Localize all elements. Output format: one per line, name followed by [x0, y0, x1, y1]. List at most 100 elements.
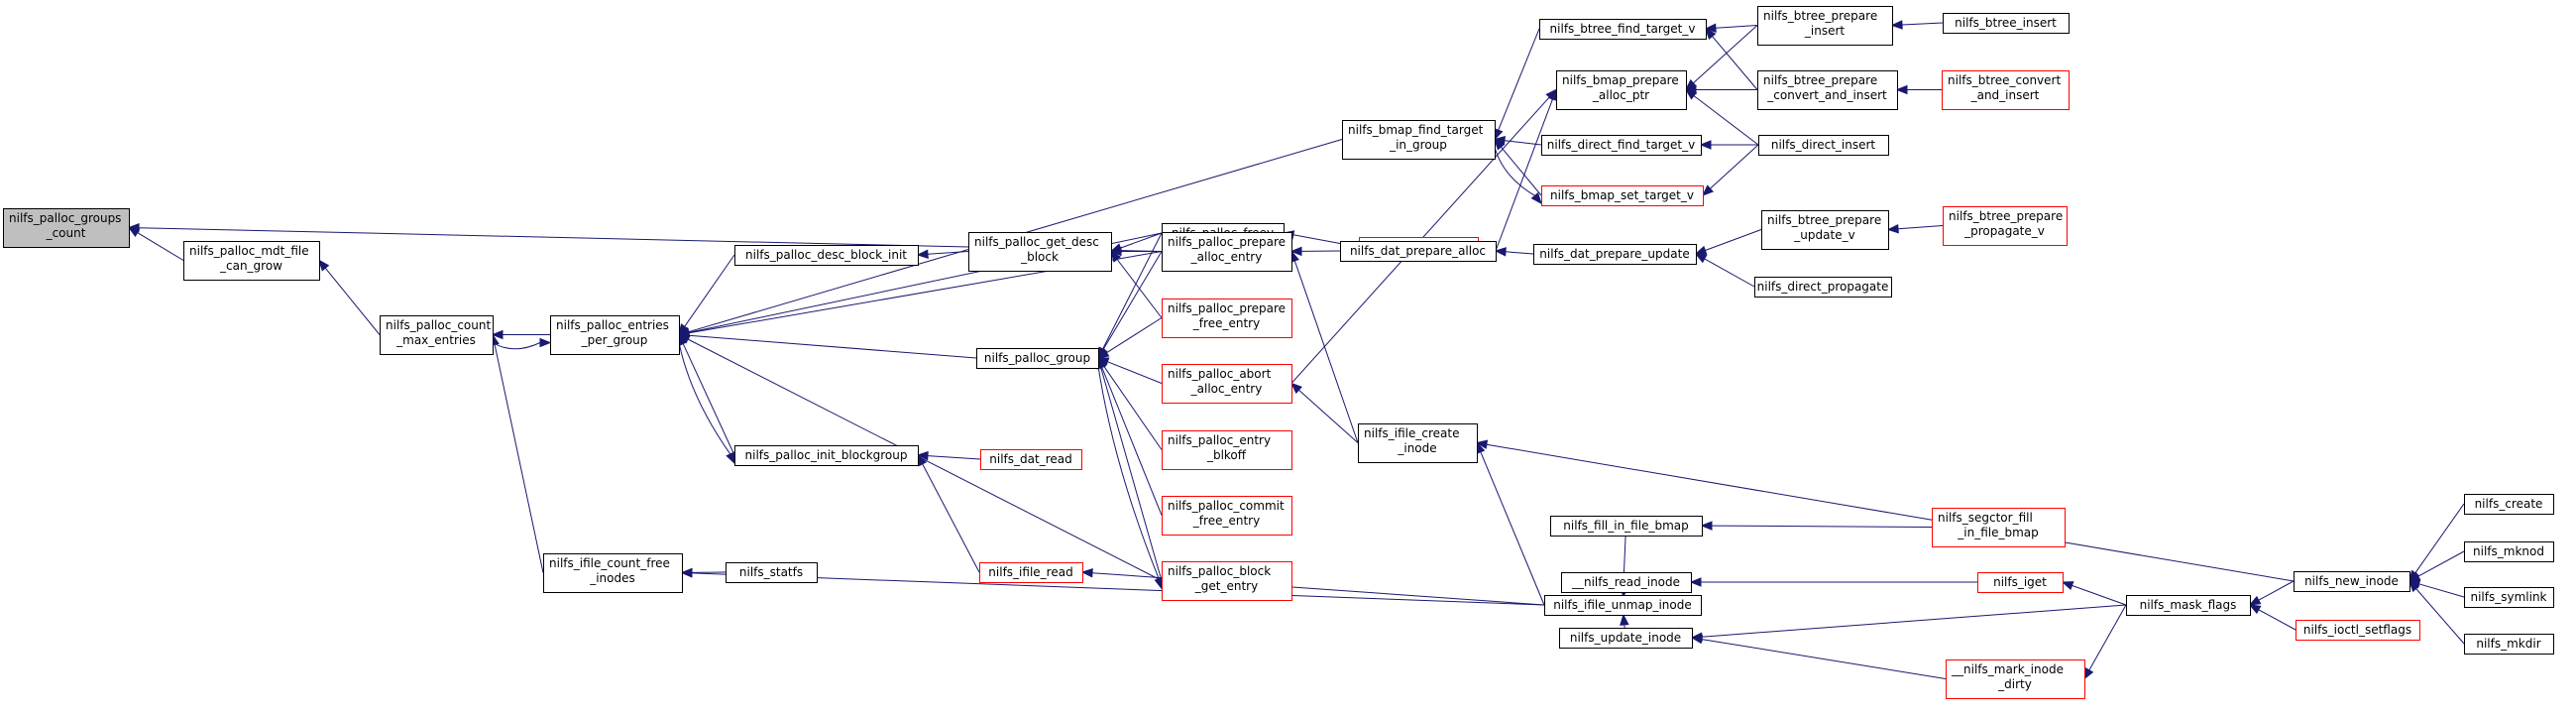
node-ioctl-setflags[interactable]: nilfs_ioctl_setflags [2296, 620, 2420, 641]
edge-entry_blkoff-to-palloc_group [1103, 365, 1163, 450]
edge-ifile_unmap-to-ifile_read [1091, 572, 1545, 606]
node-new-inode[interactable]: nilfs_new_inode [2294, 571, 2410, 592]
node-btree-prepare-insert[interactable]: nilfs_btree_prepare_insert [1757, 6, 1893, 46]
node-iget[interactable]: nilfs_iget [1977, 572, 2064, 593]
node-label-line-2: _count [46, 226, 86, 240]
node-get-desc-block[interactable]: nilfs_palloc_get_desc_block [968, 232, 1112, 272]
node-ifile-read[interactable]: nilfs_ifile_read [979, 562, 1083, 583]
node-create[interactable]: nilfs_create [2464, 494, 2554, 515]
arrowhead-prepare_free-to-get_desc_block [1110, 250, 1122, 263]
node-update-inode[interactable]: nilfs_update_inode [1559, 628, 1693, 649]
node-box [1162, 299, 1292, 338]
node-groups-count[interactable]: nilfs_palloc_groups_count [3, 208, 130, 248]
node-mkdir[interactable]: nilfs_mkdir [2464, 634, 2554, 655]
node-mask-flags[interactable]: nilfs_mask_flags [2126, 595, 2251, 616]
node-ifile-unmap[interactable]: nilfs_ifile_unmap_inode [1544, 595, 1702, 616]
node-btree-prepare-propagate[interactable]: nilfs_btree_prepare_propagate_v [1943, 206, 2068, 246]
node-label-line-1: nilfs_ifile_count_free [549, 556, 670, 570]
node-init-blockgroup[interactable]: nilfs_palloc_init_blockgroup [734, 445, 919, 466]
node-fill-in-file-bmap[interactable]: nilfs_fill_in_file_bmap [1550, 516, 1703, 537]
node-label: nilfs_bmap_set_target_v [1550, 188, 1694, 202]
node-read-inode[interactable]: __nilfs_read_inode [1561, 572, 1692, 593]
edge-ioctl_setflags-to-mask_flags [2258, 609, 2296, 631]
node-prepare-free[interactable]: nilfs_palloc_prepare_free_entry [1162, 299, 1292, 338]
node-statfs[interactable]: nilfs_statfs [726, 562, 818, 583]
node-desc-block-init[interactable]: nilfs_palloc_desc_block_init [734, 245, 919, 266]
node-mknod[interactable]: nilfs_mknod [2464, 541, 2554, 562]
node-label-line-2: _per_group [581, 333, 648, 347]
node-label-line-2: _free_entry [1192, 514, 1260, 528]
node-direct-propagate[interactable]: nilfs_direct_propagate [1754, 277, 1892, 298]
edge-prepare_free-to-palloc_group [1106, 317, 1163, 354]
edge-bmap_set_target-to-bmap_find_target [1501, 146, 1542, 196]
node-prepare-alloc[interactable]: nilfs_palloc_prepare_alloc_entry [1162, 232, 1292, 272]
node-direct-find-target[interactable]: nilfs_direct_find_target_v [1541, 135, 1702, 156]
arrowhead-count_max-to-entries_per_group [539, 337, 552, 348]
node-label: nilfs_new_inode [2304, 574, 2399, 588]
arrowhead-mkdir-to-new_inode [2408, 579, 2420, 593]
arrowhead-entries_per_group-to-count_max [491, 329, 504, 340]
node-label: nilfs_palloc_init_blockgroup [745, 448, 908, 462]
arrowhead-ifile_unmap-to-ifile_count_free [680, 568, 693, 578]
arrowhead-update_inode-to-ifile_unmap [1620, 613, 1629, 626]
node-label: nilfs_dat_read [989, 452, 1071, 466]
node-label-line-2: _insert [1804, 24, 1846, 38]
edge-block_get-to-palloc_group [1100, 367, 1163, 581]
node-dat-read[interactable]: nilfs_dat_read [980, 449, 1082, 470]
node-btree-convert[interactable]: nilfs_btree_convert_and_insert [1942, 70, 2070, 110]
node-box [1757, 6, 1893, 46]
node-count-max[interactable]: nilfs_palloc_count_max_entries [380, 315, 494, 355]
node-dat-prepare-update[interactable]: nilfs_dat_prepare_update [1533, 244, 1697, 265]
node-label-line-1: nilfs_palloc_entry [1168, 433, 1271, 447]
edge-ifile_unmap-to-ifile_create [1480, 451, 1545, 606]
node-block-get[interactable]: nilfs_palloc_block_get_entry [1162, 561, 1292, 601]
edge-count_max-to-mdt_can_grow [324, 267, 381, 335]
node-box [1342, 120, 1496, 160]
node-box [1932, 508, 2066, 547]
node-dat-prepare-alloc[interactable]: nilfs_dat_prepare_alloc [1340, 241, 1497, 262]
arrowhead-entries_per_group-to-init_blockgroup [726, 451, 735, 465]
node-commit-free[interactable]: nilfs_palloc_commit_free_entry [1162, 496, 1292, 536]
node-label-line-2: _can_grow [219, 259, 282, 273]
node-box [1541, 185, 1704, 206]
arrowhead-bmap_find_target-to-bmap_set_target [1530, 191, 1542, 205]
node-ifile-create[interactable]: nilfs_ifile_create_inode [1358, 423, 1478, 463]
node-box [1539, 19, 1707, 40]
node-btree-prepare-convert[interactable]: nilfs_btree_prepare_convert_and_insert [1757, 70, 1898, 110]
edge-commit_free-to-palloc_group [1101, 367, 1163, 516]
node-label: nilfs_direct_find_target_v [1547, 138, 1695, 152]
node-label-line-1: nilfs_palloc_prepare [1168, 235, 1286, 249]
edge-new_inode-to-ifile_create [1486, 443, 2295, 582]
node-bmap-find-target[interactable]: nilfs_bmap_find_target_in_group [1342, 120, 1496, 160]
node-box [1943, 13, 2070, 34]
node-palloc-group[interactable]: nilfs_palloc_group [976, 348, 1099, 369]
node-label-line-2: _block [1020, 250, 1059, 264]
node-label: nilfs_ifile_unmap_inode [1553, 598, 1692, 612]
node-btree-find-target[interactable]: nilfs_btree_find_target_v [1539, 19, 1707, 40]
node-bmap-set-target[interactable]: nilfs_bmap_set_target_v [1541, 185, 1704, 206]
node-box [1758, 135, 1889, 156]
node-label-line-1: nilfs_palloc_abort [1168, 367, 1272, 381]
edge-btree_find_target-to-bmap_find_target [1498, 28, 1540, 131]
node-mark-inode-dirty[interactable]: __nilfs_mark_inode_dirty [1946, 659, 2085, 699]
node-label-line-2: _propagate_v [1963, 224, 2045, 238]
edge-segctor_fill-to-fill_in_file_bmap [1711, 525, 1933, 528]
node-symlink[interactable]: nilfs_symlink [2464, 587, 2554, 608]
node-box [980, 449, 1082, 470]
node-bmap-prepare-alloc[interactable]: nilfs_bmap_prepare_alloc_ptr [1556, 70, 1687, 110]
node-mdt-can-grow[interactable]: nilfs_palloc_mdt_file_can_grow [183, 241, 320, 281]
node-btree-insert[interactable]: nilfs_btree_insert [1943, 13, 2070, 34]
node-segctor-fill[interactable]: nilfs_segctor_fill_in_file_bmap [1932, 508, 2066, 547]
node-box [1162, 430, 1292, 470]
node-box [1533, 244, 1697, 265]
arrowhead-btree_prepare_update-to-dat_prepare_update [1694, 245, 1708, 255]
node-direct-insert[interactable]: nilfs_direct_insert [1758, 135, 1889, 156]
node-btree-prepare-update[interactable]: nilfs_btree_prepare_update_v [1761, 210, 1889, 250]
arrowhead-count_max-to-mdt_can_grow [318, 259, 330, 272]
node-entry-blkoff[interactable]: nilfs_palloc_entry_blkoff [1162, 430, 1292, 470]
node-entries-per-group[interactable]: nilfs_palloc_entries_per_group [550, 315, 680, 355]
arrowhead-new_inode-to-mask_flags [2248, 595, 2262, 606]
node-ifile-count-free[interactable]: nilfs_ifile_count_free_inodes [543, 553, 683, 593]
node-abort-alloc[interactable]: nilfs_palloc_abort_alloc_entry [1162, 364, 1292, 404]
nodes-layer: nilfs_palloc_groups_count nilfs_palloc_md… [3, 6, 2554, 699]
